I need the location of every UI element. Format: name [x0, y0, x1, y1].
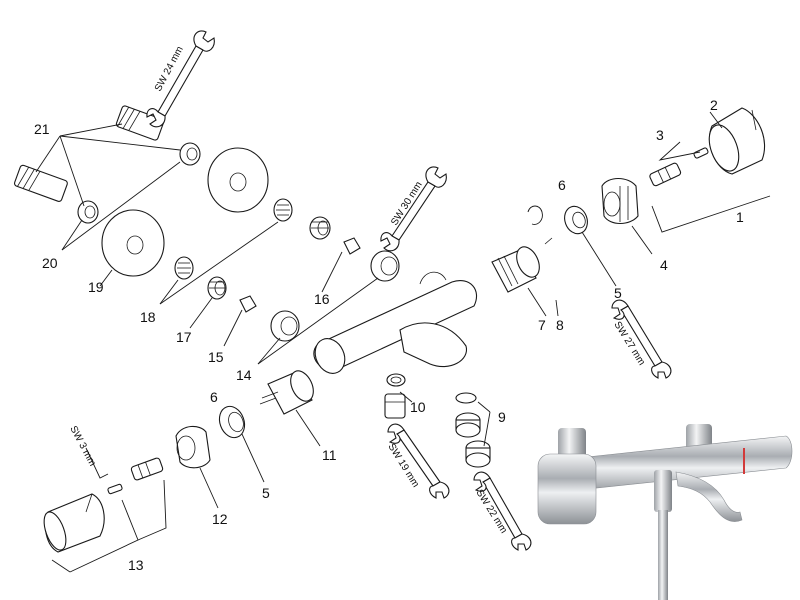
wrench-sw30	[380, 166, 447, 252]
label-13: 13	[128, 557, 144, 573]
label-6-upper: 6	[558, 177, 566, 193]
union-nut-14-upper	[370, 250, 400, 282]
aerator-housing-9	[465, 440, 491, 468]
wrench-sw27	[611, 299, 672, 379]
label-1: 1	[736, 209, 744, 225]
thermostatic-cartridge-11	[259, 370, 314, 415]
label-19: 19	[88, 279, 104, 295]
label-18: 18	[140, 309, 156, 325]
label-21: 21	[34, 121, 50, 137]
label-17: 17	[176, 329, 192, 345]
spindle-extension-13	[130, 457, 164, 481]
label-2: 2	[710, 97, 718, 113]
seal-9	[455, 392, 477, 404]
screw-13	[107, 483, 123, 495]
label-5-upper: 5	[614, 285, 622, 301]
clip-8	[527, 205, 543, 225]
label-16: 16	[314, 291, 330, 307]
handle-2	[708, 107, 766, 175]
label-4: 4	[660, 257, 668, 273]
spindle-3	[649, 162, 682, 187]
adapter-12	[175, 425, 211, 469]
cover-rosette-lower	[101, 209, 165, 277]
nut-17	[207, 276, 227, 300]
label-20: 20	[42, 255, 58, 271]
label-5-lower: 5	[262, 485, 270, 501]
strainer-lower	[174, 256, 194, 280]
nipple-10	[384, 393, 406, 419]
label-12: 12	[212, 511, 228, 527]
screw-3	[693, 147, 709, 159]
label-8: 8	[556, 317, 564, 333]
cover-rosette-upper	[207, 147, 269, 213]
leader-lines	[35, 111, 771, 573]
check-valve-16	[343, 237, 361, 255]
adapter-4	[601, 177, 639, 225]
eccentric-connector-lower	[13, 164, 68, 202]
product-photo	[537, 424, 793, 600]
connector-nut-lower	[77, 200, 99, 224]
handle-13	[43, 493, 105, 553]
label-6-lower: 6	[210, 389, 218, 405]
aerator-9	[455, 412, 481, 438]
wrench-sw19	[387, 423, 450, 499]
wrench-sw24	[146, 30, 215, 128]
label-11: 11	[322, 447, 337, 463]
label-10: 10	[410, 399, 426, 415]
strainer-upper	[273, 198, 293, 222]
union-nut-14-lower	[270, 310, 300, 342]
diverter-cartridge-7	[491, 237, 553, 293]
allen-key-sw3-label: SW 3 mm	[67, 424, 97, 468]
ring-6-upper	[564, 205, 588, 235]
label-7: 7	[538, 317, 546, 333]
label-9: 9	[498, 409, 506, 425]
connector-nut-upper	[179, 142, 201, 166]
eccentric-connector-upper	[115, 105, 165, 141]
label-14: 14	[236, 367, 252, 383]
label-3: 3	[656, 127, 664, 143]
ring-6-lower	[218, 405, 246, 439]
mixer-body	[313, 271, 478, 374]
nut-16-upper	[309, 216, 331, 240]
allen-key-sw3	[85, 447, 109, 479]
wrench-sw22	[473, 471, 532, 551]
seal-10	[386, 373, 406, 387]
label-15: 15	[208, 349, 224, 365]
check-valve-15	[239, 295, 257, 313]
